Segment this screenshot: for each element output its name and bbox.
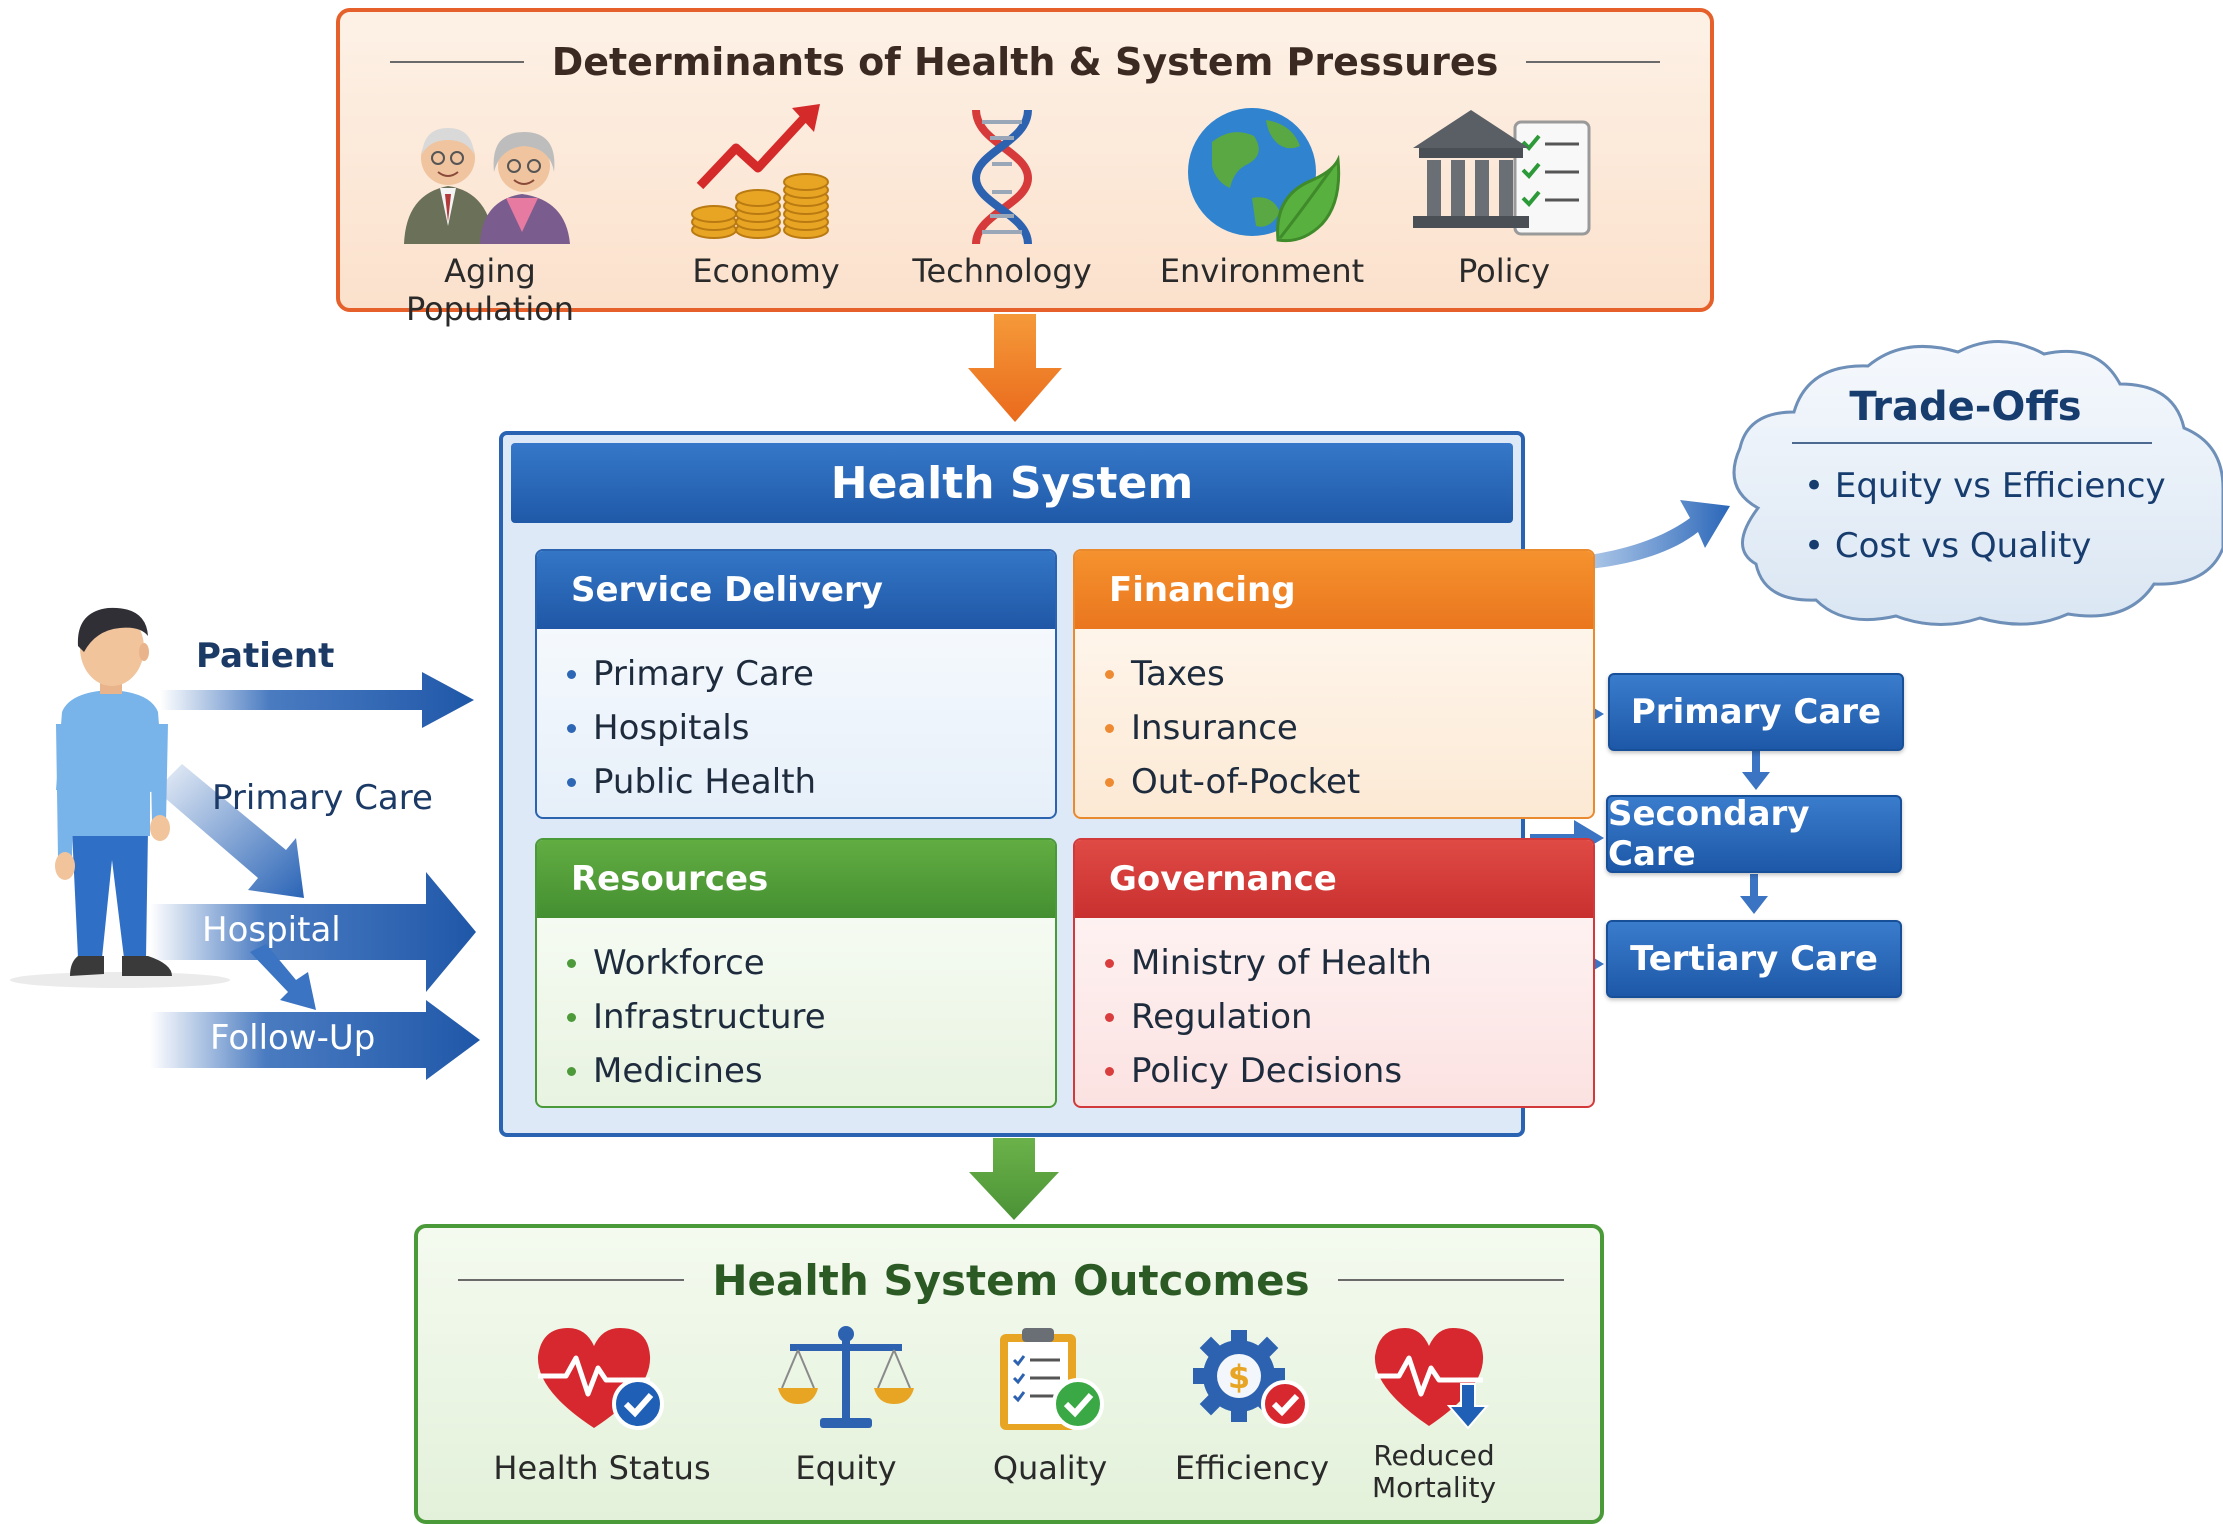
outcome-reduced-mortality: Reduced Mortality [1334,1324,1534,1524]
flow-label-hospital: Hospital [202,910,341,950]
flow-label-primary-care: Primary Care [212,778,433,818]
health-system-header: Health System [511,443,1513,523]
globe-leaf-icon [1188,108,1341,243]
tradeoff-item: • Cost vs Quality [1804,526,2092,566]
list-item: Primary Care [567,647,1055,701]
outcome-label: Quality [992,1449,1108,1487]
rising-coins-icon [691,104,829,239]
care-level-primary: Primary Care [1608,673,1904,751]
clipboard-check-icon [1000,1328,1104,1430]
follow-up-arrow [150,1000,480,1080]
health-system-title: Health System [830,457,1194,509]
title-rule-right [1337,1279,1565,1281]
list-item: Infrastructure [567,990,1055,1044]
outcome-efficiency: $ Efficiency [1152,1324,1352,1524]
primary-care-arrow [158,764,304,898]
component-service-delivery: Service Delivery Primary Care Hospitals … [535,549,1057,819]
list-item: Workforce [567,936,1055,990]
determinants-title: Determinants of Health & System Pressure… [551,40,1499,84]
component-resources: Resources Workforce Infrastructure Medic… [535,838,1057,1108]
governance-header: Governance [1075,840,1593,918]
determinant-technology: Technology [882,102,1122,302]
tradeoffs-cloud: Trade-Offs • Equity vs Efficiency • Cost… [1718,328,2223,633]
determinant-label: Aging Population [405,252,575,328]
determinant-label: Technology [912,252,1092,290]
outcome-health-status: Health Status [493,1324,711,1524]
tradeoff-item: • Equity vs Efficiency [1804,466,2166,506]
title-rule-right [1526,61,1661,63]
outcomes-title: Health System Outcomes [712,1255,1310,1305]
financing-list: Taxes Insurance Out-of-Pocket [1075,629,1593,809]
service-delivery-header: Service Delivery [537,551,1055,629]
hospital-to-followup-arrow [250,944,316,1010]
outcome-label: Reduced Mortality [1371,1439,1497,1504]
elderly-couple-icon [404,128,570,244]
down-arrow-determinants [968,314,1062,422]
tradeoffs-title: Trade-Offs [1849,384,2082,430]
outcome-quality: Quality [950,1324,1150,1524]
list-item: Out-of-Pocket [1105,755,1593,809]
health-system-box: Health System Service Delivery Primary C… [499,431,1595,1137]
determinant-label: Economy [692,252,840,290]
dna-icon [971,109,1033,245]
resources-header: Resources [537,840,1055,918]
outcome-label: Health Status [493,1449,711,1487]
list-item: Medicines [567,1044,1055,1098]
scales-icon [778,1326,914,1428]
determinant-aging-population: Aging Population [370,102,610,328]
financing-header: Financing [1075,551,1593,629]
service-delivery-list: Primary Care Hospitals Public Health [537,629,1055,809]
outcome-equity: Equity [746,1324,946,1524]
list-item: Hospitals [567,701,1055,755]
determinant-label: Policy [1457,252,1551,290]
list-item: Public Health [567,755,1055,809]
list-item: Regulation [1105,990,1593,1044]
component-financing: Financing Taxes Insurance Out-of-Pocket [1073,549,1595,819]
patient-figure-icon [10,607,230,988]
cloud-shape-icon [1732,340,2223,626]
outcome-label: Efficiency [1174,1449,1330,1487]
resources-list: Workforce Infrastructure Medicines [537,918,1055,1098]
determinant-label: Environment [1159,252,1365,290]
list-item: Taxes [1105,647,1593,701]
title-rule-left [390,61,524,63]
list-item: Policy Decisions [1105,1044,1593,1098]
flow-label-follow-up: Follow-Up [210,1018,376,1058]
determinant-environment: Environment [1142,102,1382,302]
tradeoffs-rule [1792,442,2152,444]
down-arrow-outcomes [969,1138,1059,1220]
determinant-policy: Policy [1384,102,1624,302]
determinants-panel: Determinants of Health & System Pressure… [336,8,1714,328]
title-rule-left [458,1279,685,1281]
determinant-economy: Economy [646,102,886,302]
flow-label-patient: Patient [196,636,335,676]
hospital-arrow [150,872,476,992]
list-item: Ministry of Health [1105,936,1593,990]
component-governance: Governance Ministry of Health Regulation… [1073,838,1595,1108]
heart-check-icon [537,1328,664,1430]
svg-text:$: $ [1228,1358,1250,1396]
care-level-tertiary: Tertiary Care [1606,920,1902,998]
outcomes-panel: Health System Outcomes Health Status Equ… [414,1224,1604,1524]
care-level-secondary: Secondary Care [1606,794,1902,874]
governance-list: Ministry of Health Regulation Policy Dec… [1075,918,1593,1098]
heart-down-arrow-icon [1374,1328,1490,1430]
government-checklist-icon [1413,110,1591,236]
patient-arrow [160,672,474,728]
gear-dollar-icon: $ [1193,1330,1309,1428]
outcome-label: Equity [795,1449,897,1487]
list-item: Insurance [1105,701,1593,755]
